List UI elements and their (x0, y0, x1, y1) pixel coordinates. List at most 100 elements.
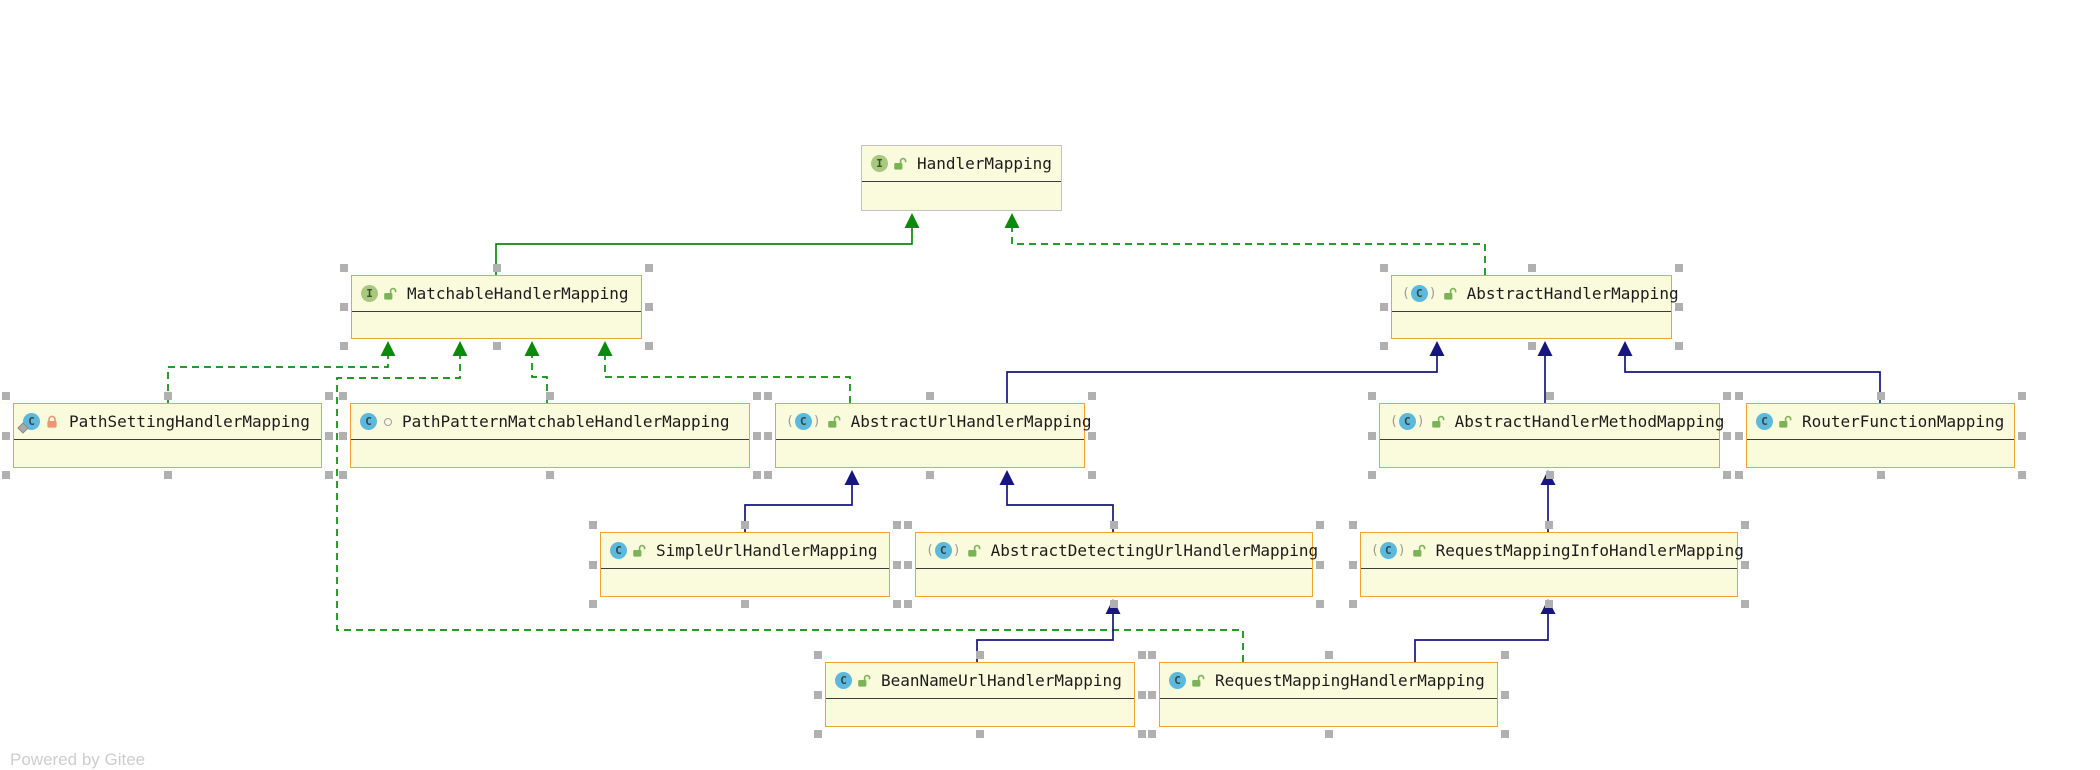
selection-handle[interactable] (1324, 730, 1333, 738)
selection-handle[interactable] (1316, 600, 1324, 608)
selection-handle[interactable] (1545, 521, 1553, 529)
selection-handle[interactable] (926, 392, 934, 400)
selection-handle[interactable] (1545, 600, 1553, 608)
inheritance-edge-MatchableHandlerMapping-extends[interactable] (495, 226, 913, 275)
class-node-PathSettingHandlerMapping[interactable]: C PathSettingHandlerMapping (13, 403, 322, 468)
selection-handle[interactable] (1138, 651, 1146, 659)
class-node-RouterFunctionMapping[interactable]: C RouterFunctionMapping (1746, 403, 2015, 468)
selection-handle[interactable] (339, 431, 347, 440)
selection-handle[interactable] (1316, 521, 1324, 529)
selection-handle[interactable] (1735, 471, 1743, 479)
selection-handle[interactable] (1741, 521, 1749, 529)
selection-handle[interactable] (325, 392, 333, 400)
selection-handle[interactable] (1349, 521, 1357, 529)
selection-handle[interactable] (753, 471, 761, 479)
selection-handle[interactable] (1324, 651, 1333, 659)
class-node-MatchableHandlerMapping[interactable]: I MatchableHandlerMapping (351, 275, 642, 339)
selection-handle[interactable] (1380, 303, 1388, 311)
selection-handle[interactable] (1138, 730, 1146, 738)
selection-handle[interactable] (1380, 342, 1388, 350)
selection-handle[interactable] (764, 431, 772, 440)
selection-handle[interactable] (1501, 690, 1509, 699)
selection-handle[interactable] (926, 471, 934, 479)
selection-handle[interactable] (1088, 471, 1096, 479)
inheritance-edge-AbstractHandlerMapping-implements[interactable] (1011, 226, 1486, 275)
selection-handle[interactable] (2018, 392, 2026, 400)
selection-handle[interactable] (814, 690, 822, 699)
inheritance-edge-PathPatternMatchableHandlerMapping-implements[interactable] (531, 354, 548, 403)
selection-handle[interactable] (976, 730, 984, 738)
selection-handle[interactable] (1735, 431, 1743, 440)
selection-handle[interactable] (814, 730, 822, 738)
selection-handle[interactable] (1110, 600, 1118, 608)
selection-handle[interactable] (764, 471, 772, 479)
selection-handle[interactable] (339, 471, 347, 479)
inheritance-edge-SimpleUrlHandlerMapping-extends[interactable] (744, 483, 853, 532)
selection-handle[interactable] (492, 342, 501, 350)
selection-handle[interactable] (904, 521, 912, 529)
class-node-RequestMappingHandlerMapping[interactable]: C RequestMappingHandlerMapping (1159, 662, 1498, 727)
selection-handle[interactable] (1675, 342, 1683, 350)
selection-handle[interactable] (546, 392, 554, 400)
selection-handle[interactable] (976, 651, 984, 659)
selection-handle[interactable] (1501, 651, 1509, 659)
selection-handle[interactable] (893, 521, 901, 529)
selection-handle[interactable] (492, 264, 501, 272)
class-node-AbstractHandlerMethodMapping[interactable]: (C) AbstractHandlerMethodMapping (1379, 403, 1724, 468)
selection-handle[interactable] (645, 264, 653, 272)
selection-handle[interactable] (1368, 471, 1376, 479)
selection-handle[interactable] (325, 431, 333, 440)
selection-handle[interactable] (1368, 431, 1376, 440)
selection-handle[interactable] (2, 431, 10, 440)
selection-handle[interactable] (340, 303, 348, 311)
selection-handle[interactable] (2018, 431, 2026, 440)
selection-handle[interactable] (2, 392, 10, 400)
selection-handle[interactable] (1545, 471, 1554, 479)
selection-handle[interactable] (741, 600, 749, 608)
selection-handle[interactable] (741, 521, 749, 529)
class-node-PathPatternMatchableHandlerMapping[interactable]: C PathPatternMatchableHandlerMapping (350, 403, 750, 468)
selection-handle[interactable] (1527, 342, 1536, 350)
selection-handle[interactable] (1723, 392, 1731, 400)
selection-handle[interactable] (1876, 392, 1885, 400)
selection-handle[interactable] (1675, 264, 1683, 272)
selection-handle[interactable] (589, 600, 597, 608)
selection-handle[interactable] (1088, 431, 1096, 440)
selection-handle[interactable] (1349, 600, 1357, 608)
selection-handle[interactable] (1501, 730, 1509, 738)
selection-handle[interactable] (1545, 392, 1554, 400)
class-node-HandlerMapping[interactable]: I HandlerMapping (861, 145, 1062, 211)
inheritance-edge-AbstractUrlHandlerMapping-extends[interactable] (1006, 354, 1438, 403)
selection-handle[interactable] (1368, 392, 1376, 400)
selection-handle[interactable] (645, 303, 653, 311)
selection-handle[interactable] (340, 264, 348, 272)
class-node-SimpleUrlHandlerMapping[interactable]: C SimpleUrlHandlerMapping (600, 532, 890, 597)
selection-handle[interactable] (904, 560, 912, 569)
inheritance-edge-RequestMappingHandlerMapping-extends[interactable] (1414, 612, 1549, 662)
class-node-AbstractDetectingUrlHandlerMapping[interactable]: (C) AbstractDetectingUrlHandlerMapping (915, 532, 1318, 597)
selection-handle[interactable] (2018, 471, 2026, 479)
selection-handle[interactable] (1110, 521, 1118, 529)
selection-handle[interactable] (1675, 303, 1683, 311)
selection-handle[interactable] (2, 471, 10, 479)
inheritance-edge-AbstractDetectingUrlHandlerMapping-extends[interactable] (1006, 483, 1114, 532)
selection-handle[interactable] (1316, 560, 1324, 569)
selection-handle[interactable] (1741, 560, 1749, 569)
selection-handle[interactable] (893, 560, 901, 569)
selection-handle[interactable] (753, 431, 761, 440)
selection-handle[interactable] (1723, 431, 1731, 440)
inheritance-edge-AbstractUrlHandlerMapping-implements[interactable] (604, 354, 851, 403)
selection-handle[interactable] (904, 600, 912, 608)
selection-handle[interactable] (1735, 392, 1743, 400)
inheritance-edge-RequestMappingHandlerMapping-implements[interactable] (336, 354, 1244, 662)
selection-handle[interactable] (893, 600, 901, 608)
selection-handle[interactable] (1138, 690, 1146, 699)
class-node-AbstractHandlerMapping[interactable]: (C) AbstractHandlerMapping (1391, 275, 1679, 339)
selection-handle[interactable] (814, 651, 822, 659)
selection-handle[interactable] (764, 392, 772, 400)
selection-handle[interactable] (1380, 264, 1388, 272)
class-node-RequestMappingInfoHandlerMapping[interactable]: (C) RequestMappingInfoHandlerMapping (1360, 532, 1744, 597)
selection-handle[interactable] (1148, 690, 1156, 699)
selection-handle[interactable] (1876, 471, 1885, 479)
